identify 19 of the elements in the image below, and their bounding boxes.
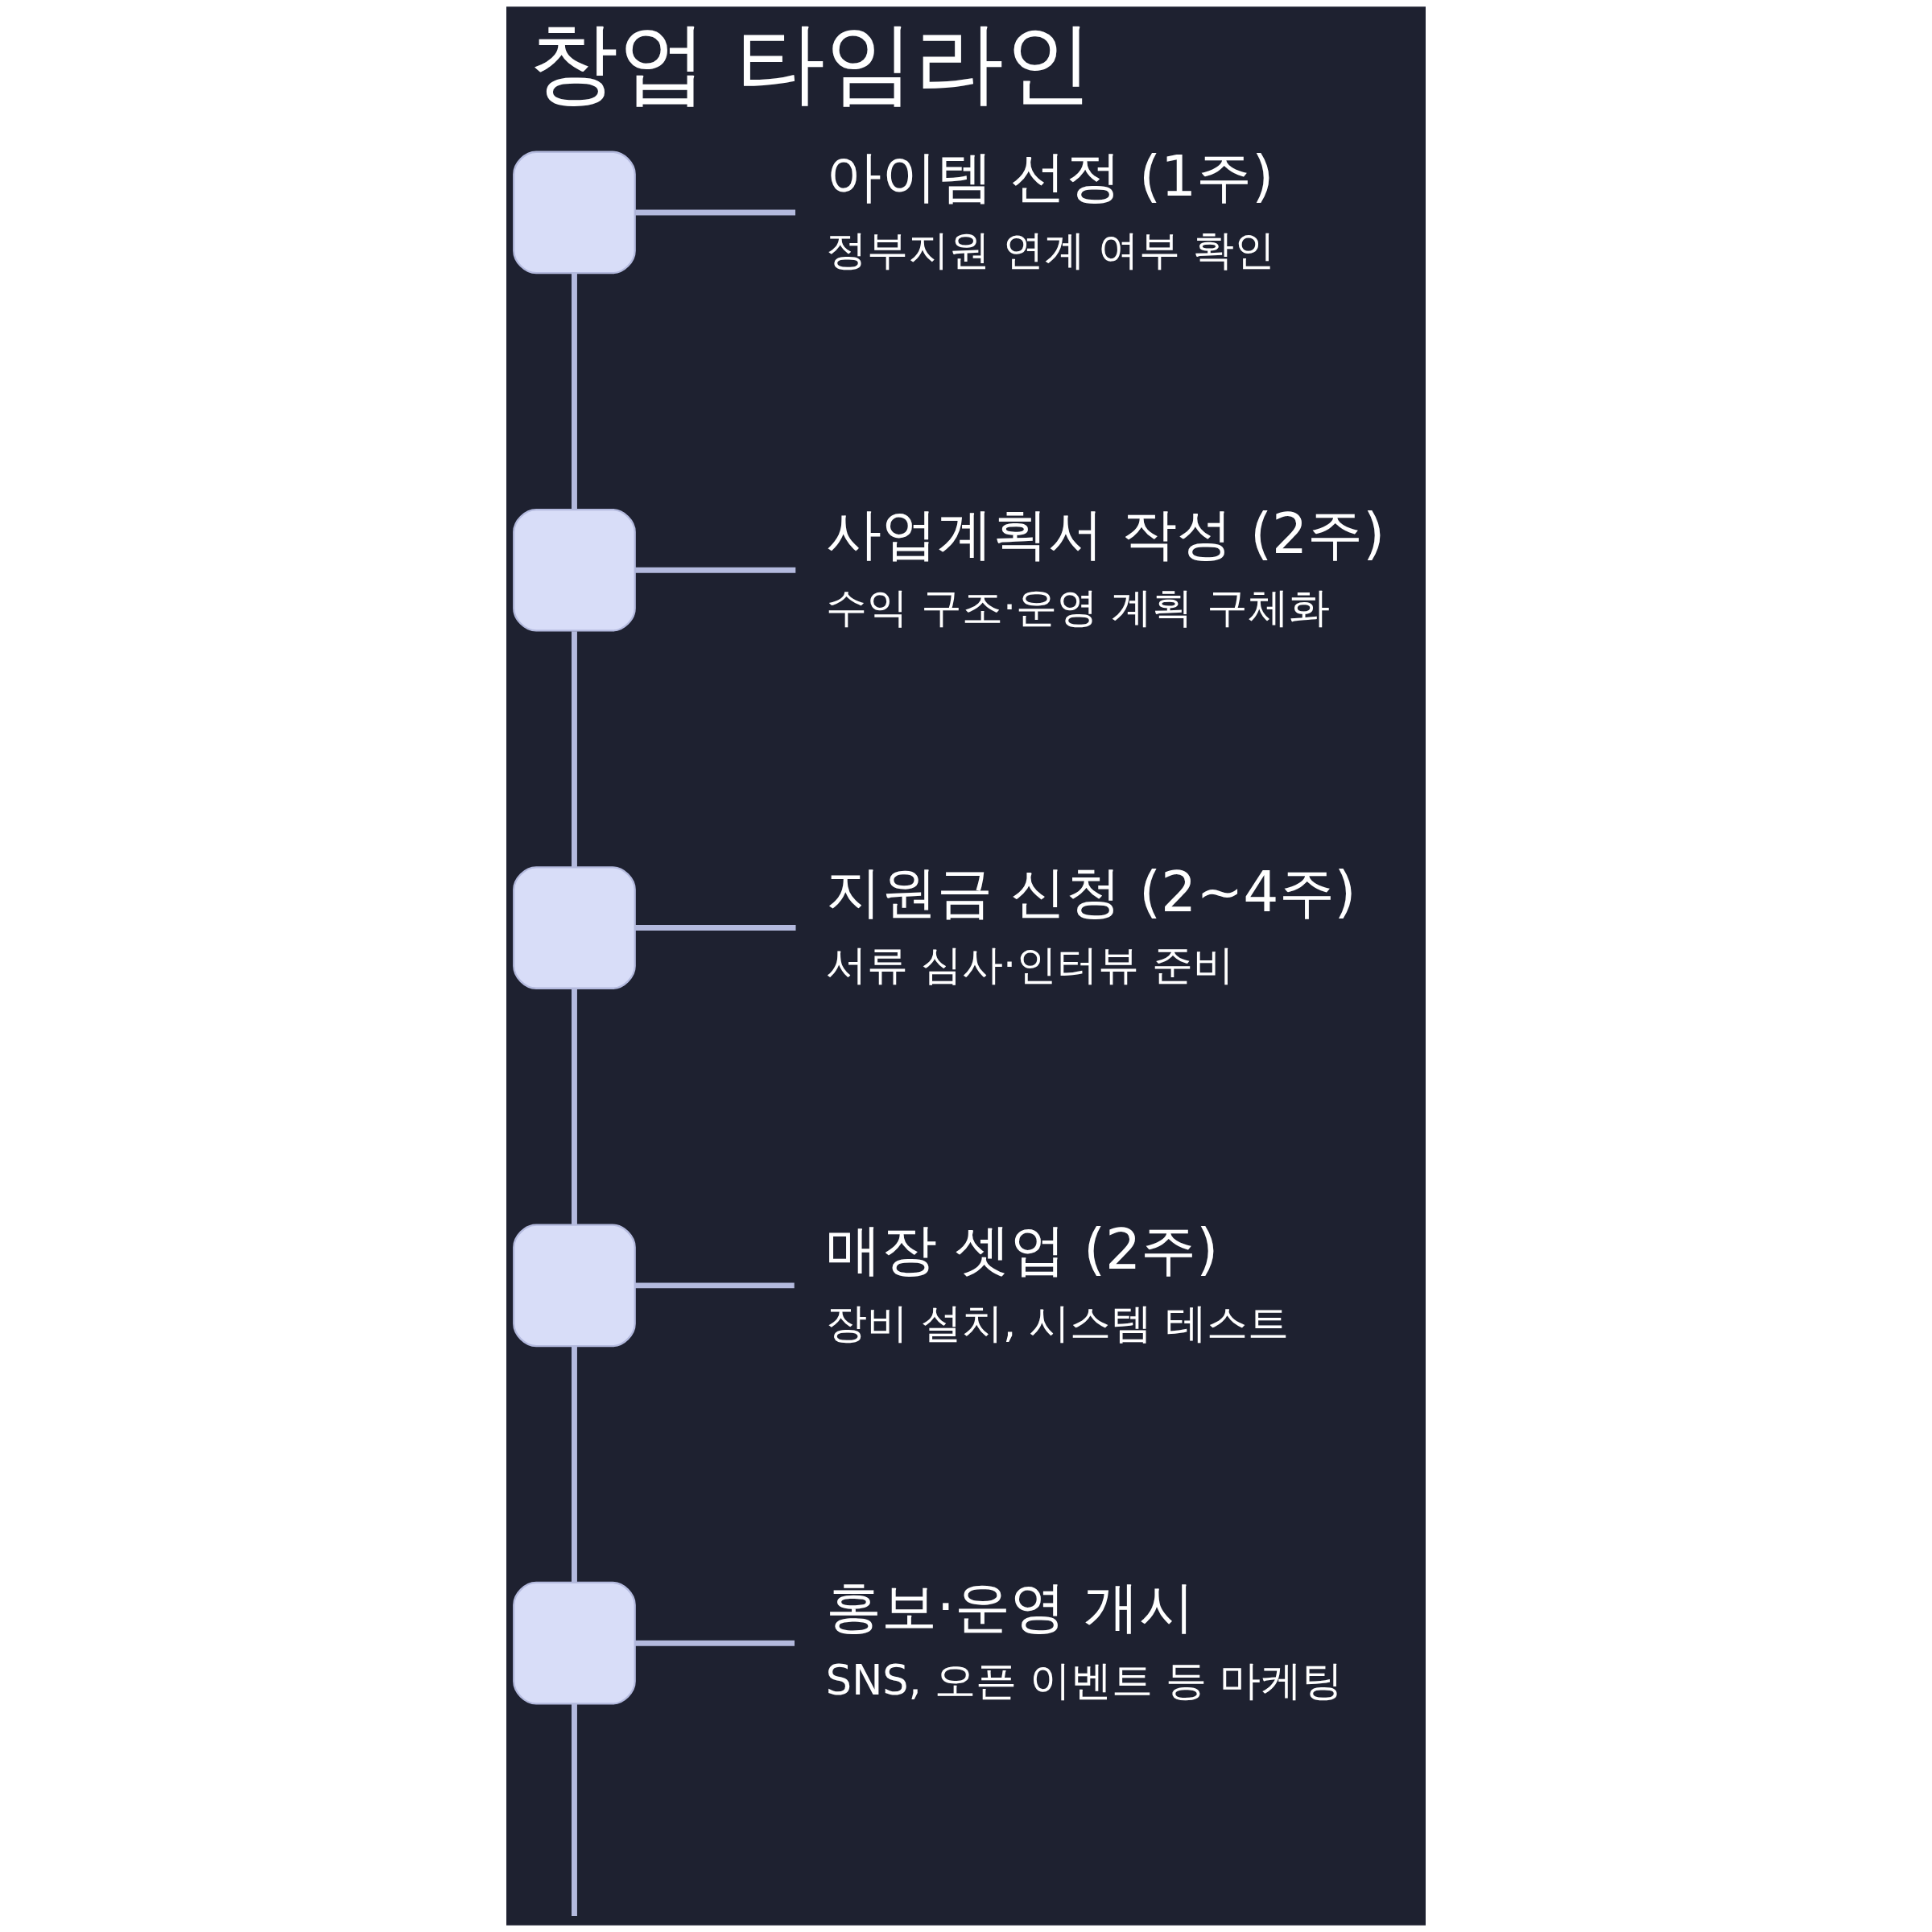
connector (572, 273, 577, 510)
connector (572, 1346, 577, 1583)
node-box (513, 151, 636, 275)
connector (635, 209, 796, 216)
connector (572, 631, 577, 868)
node-box (513, 508, 636, 632)
diagram-title: 창업 타임라인 (528, 10, 1094, 114)
node-text: 아이템 선정 (1주) 정부지원 연계 여부 확인 (825, 144, 1276, 274)
connector (634, 925, 796, 931)
node-text: 지원금 신청 (2~4주) 서류 심사·인터뷰 준비 (825, 859, 1356, 989)
connector (572, 989, 577, 1225)
connector (635, 567, 796, 573)
node-text: 매장 셋업 (2주) 장비 설치, 시스템 테스트 (825, 1217, 1289, 1347)
connector (572, 1703, 577, 1917)
node-box (513, 1224, 636, 1348)
node-box (513, 1581, 636, 1705)
node-text: 홍보·운영 개시 SNS, 오픈 이벤트 등 마케팅 (825, 1575, 1344, 1705)
node-text: 사업계획서 작성 (2주) 수익 구조·운영 계획 구체화 (825, 502, 1385, 632)
node-box (513, 866, 636, 989)
